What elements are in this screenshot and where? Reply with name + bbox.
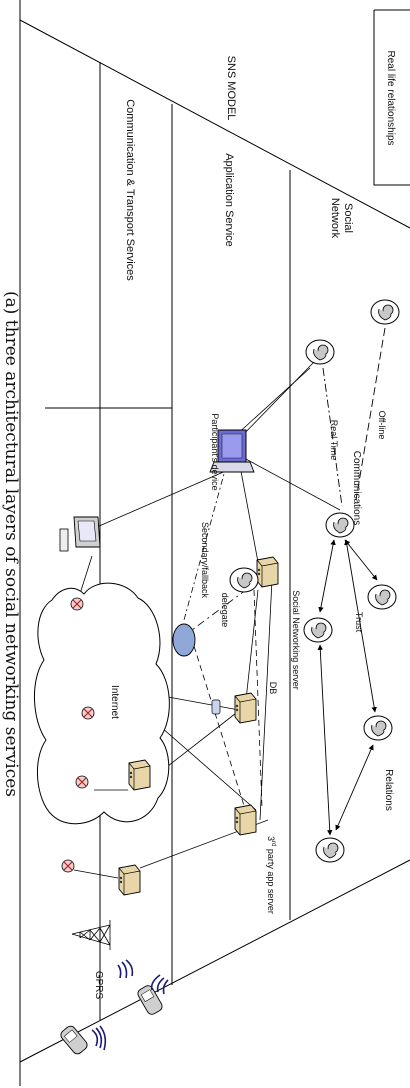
antenna-icon (71, 920, 111, 950)
server-icon (256, 556, 279, 588)
figure-caption: (a) three architectural layers of social… (1, 291, 21, 797)
database-icon (211, 699, 221, 715)
phone-signal (150, 974, 169, 995)
real-life-relationships-label: Real life relationships (385, 50, 396, 145)
person-icon (303, 617, 333, 643)
social-network-label-line2: Network (329, 198, 341, 239)
person-icon (367, 584, 397, 610)
social-relations-edges (317, 327, 386, 836)
router-icon (81, 706, 95, 720)
communications-label: Communications (351, 451, 362, 525)
third-party-label: 3rd party app server (266, 836, 276, 914)
gprs-label: GPRS (93, 971, 104, 1000)
person-icon (370, 299, 400, 325)
internet-label: Internet (109, 685, 120, 719)
mobile-phone-icon (137, 985, 163, 1015)
person-icon (229, 567, 259, 593)
delegate-node (172, 623, 196, 657)
router-icon (70, 597, 84, 611)
comm-transport-label: Communication & Transport Services (124, 99, 136, 281)
server-icon (118, 864, 141, 896)
link (73, 869, 119, 879)
cloud-icon (34, 582, 170, 825)
sn-server-label: Social Networking server (291, 590, 301, 690)
laptop-icon (209, 429, 255, 473)
database-icon (234, 692, 257, 724)
delegate-label: delegate (220, 593, 230, 628)
mobile-phone-icon (60, 1025, 88, 1055)
db-label: DB (268, 682, 278, 695)
person-icon (325, 512, 355, 538)
antenna-signal (117, 959, 134, 979)
layer-frame (19, 0, 410, 1086)
application-service-label: Application Service (223, 153, 235, 247)
relations-label: Relations (383, 769, 394, 811)
desktop-computer-icon (59, 516, 101, 552)
server-icon (234, 804, 257, 836)
trust-label: Trust (354, 612, 364, 633)
participants-device-label: Participant's device (210, 413, 220, 490)
server-icon (128, 759, 151, 791)
person-icon (305, 339, 335, 365)
router-icon (61, 859, 75, 873)
real-life-relationships-box: Real life relationships (373, 9, 410, 186)
phone-signal (91, 1025, 107, 1051)
offline-label: Off-line (377, 411, 387, 440)
person-icon (315, 837, 345, 863)
person-icon (363, 715, 393, 741)
social-network-label-line1: Social (342, 203, 354, 233)
sns-model-label: SNS MODEL (225, 56, 237, 121)
real-time-label: Real Time (329, 420, 339, 461)
router-icon (75, 775, 89, 789)
secondary-fallback-label: Secondary/fallback (200, 522, 210, 599)
